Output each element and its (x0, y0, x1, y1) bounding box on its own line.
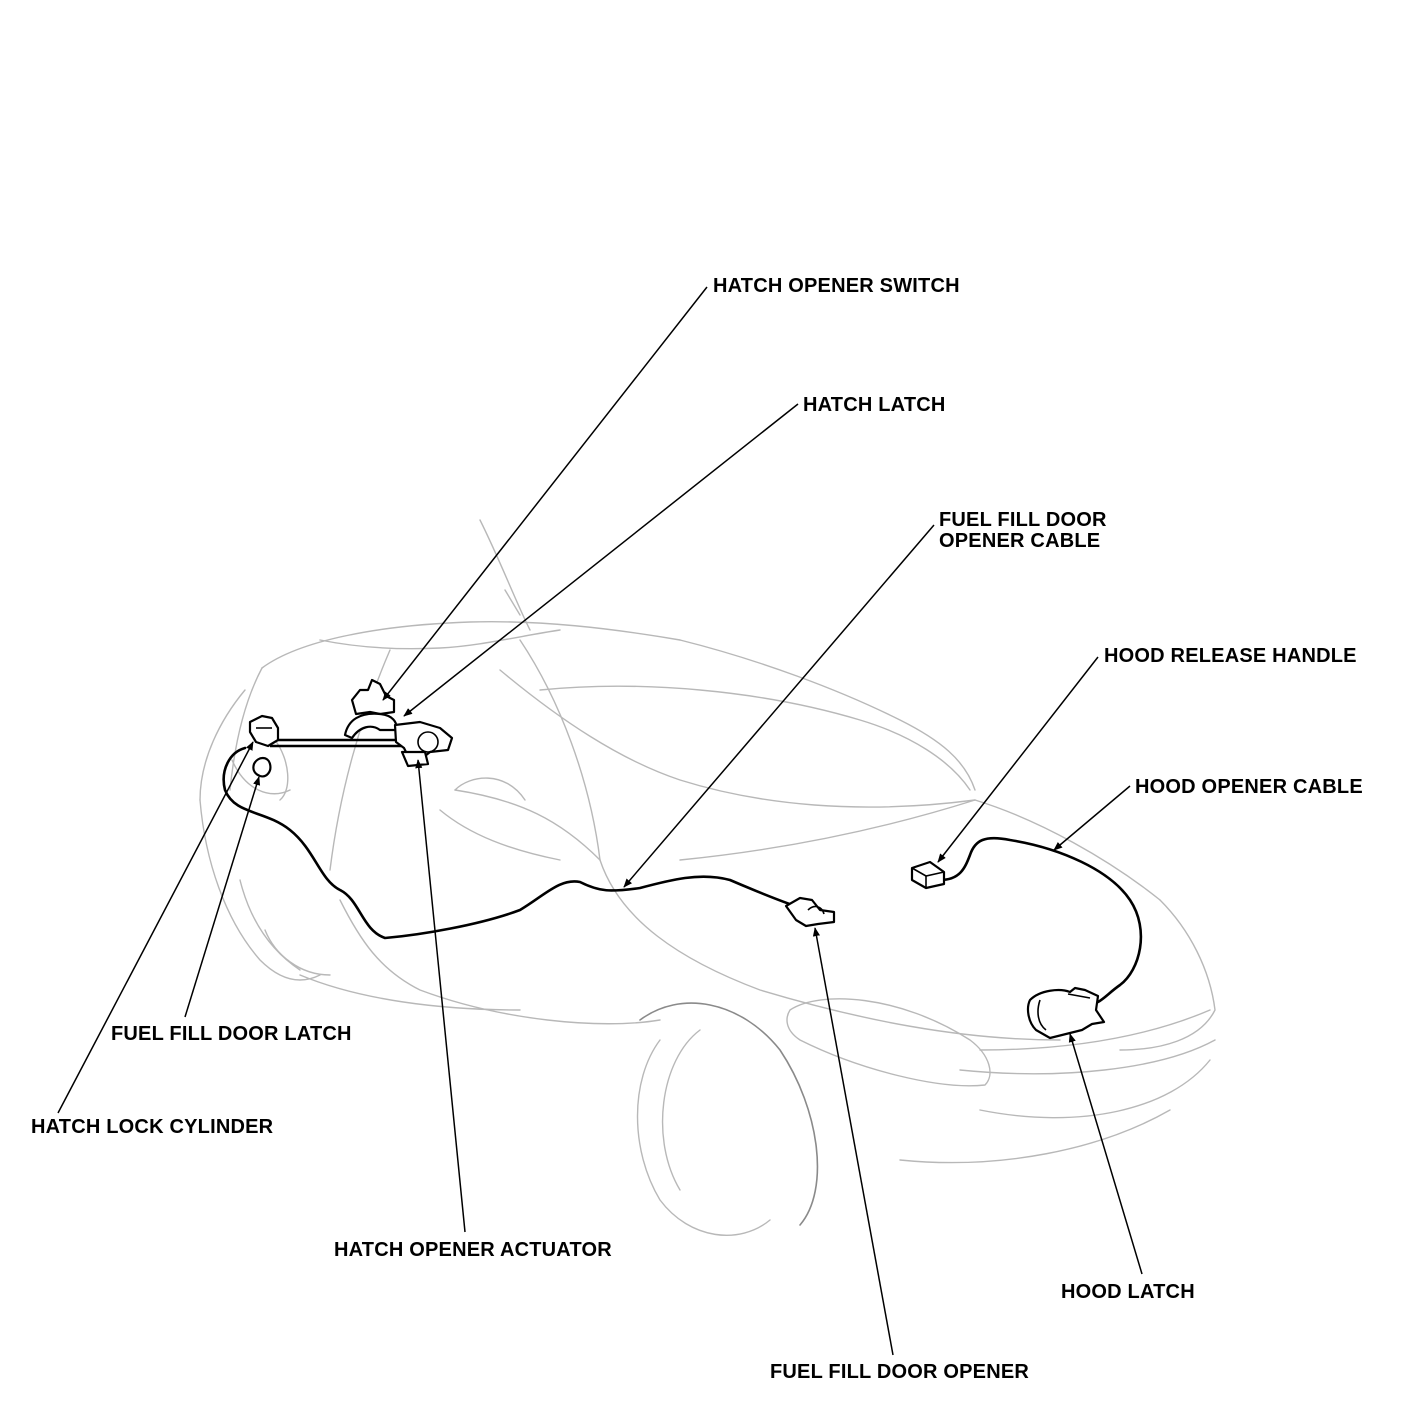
label-hood-opener-cable: HOOD OPENER CABLE (1135, 776, 1363, 798)
fuel-fill-door-opener-cable (222, 746, 810, 940)
label-fuel-fill-door-opener: FUEL FILL DOOR OPENER (770, 1361, 1029, 1383)
leader-hatch-lock-cylinder (57, 741, 254, 1114)
car-body-outline (199, 519, 1216, 1236)
cable-system (222, 738, 1143, 1004)
fuel-fill-door-latch-part (252, 756, 272, 778)
leader-hatch-latch (403, 403, 799, 717)
label-hatch-opener-actuator: HATCH OPENER ACTUATOR (334, 1239, 612, 1261)
label-fuel-fill-door-opener-cable-line1: FUEL FILL DOOR (939, 509, 1107, 531)
leader-hood-latch (1068, 1033, 1143, 1275)
hatch-opener-switch-part (343, 678, 398, 740)
hood-release-handle-part (910, 860, 946, 890)
leader-fuel-fill-door-opener-cable (623, 524, 935, 888)
label-fuel-fill-door-opener-cable-line2: OPENER CABLE (939, 530, 1100, 552)
label-hatch-lock-cylinder: HATCH LOCK CYLINDER (31, 1116, 274, 1138)
leader-hood-opener-cable (1053, 785, 1131, 851)
leader-lines (57, 286, 1143, 1356)
label-hatch-opener-switch: HATCH OPENER SWITCH (713, 275, 960, 297)
leader-hood-release-handle (937, 656, 1099, 863)
callout-labels: HATCH OPENER SWITCH HATCH LATCH FUEL FIL… (31, 275, 1363, 1383)
hood-latch-part (1026, 986, 1106, 1040)
leader-fuel-fill-door-opener (812, 927, 894, 1356)
fuel-fill-door-opener-part (784, 896, 836, 928)
label-hood-release-handle: HOOD RELEASE HANDLE (1104, 645, 1357, 667)
label-fuel-fill-door-latch: FUEL FILL DOOR LATCH (111, 1023, 352, 1045)
leader-hatch-opener-actuator (415, 759, 466, 1233)
label-hood-latch: HOOD LATCH (1061, 1281, 1195, 1303)
hatch-lock-cylinder-part (248, 714, 280, 748)
leader-hatch-opener-switch (382, 286, 708, 701)
leader-fuel-fill-door-latch (184, 776, 261, 1018)
hatch-latch-part (393, 720, 454, 768)
label-hatch-latch: HATCH LATCH (803, 394, 946, 416)
hood-opener-cable (938, 836, 1143, 1004)
